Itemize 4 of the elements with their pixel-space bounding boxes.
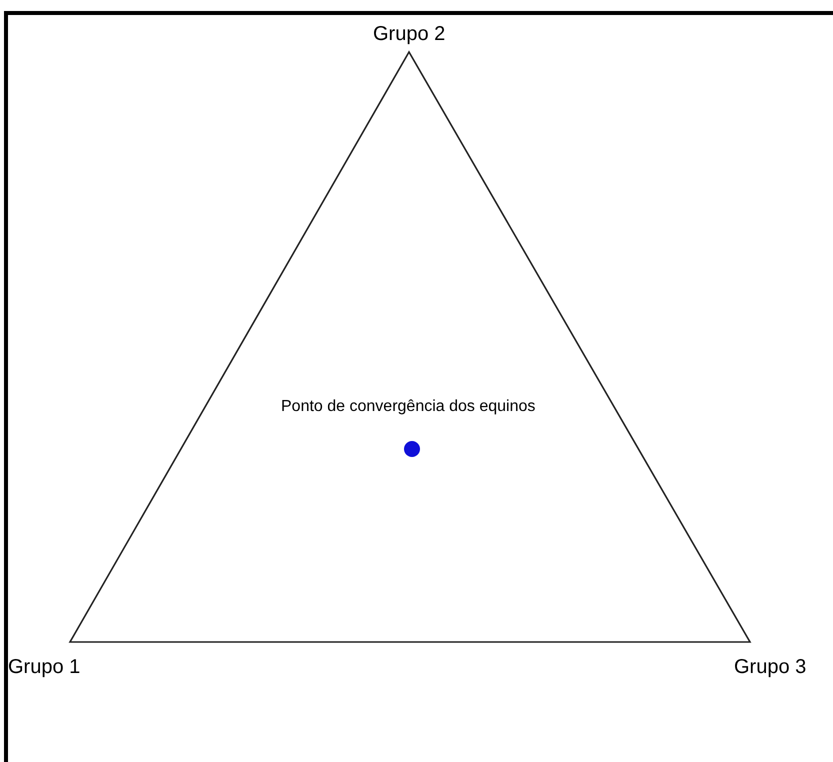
vertex-label: Grupo 2	[373, 23, 446, 46]
vertex-label: Grupo 1	[8, 656, 80, 679]
point-label: Ponto de convergência dos equinos	[281, 398, 536, 416]
vertex-label: Grupo 3	[734, 656, 806, 679]
